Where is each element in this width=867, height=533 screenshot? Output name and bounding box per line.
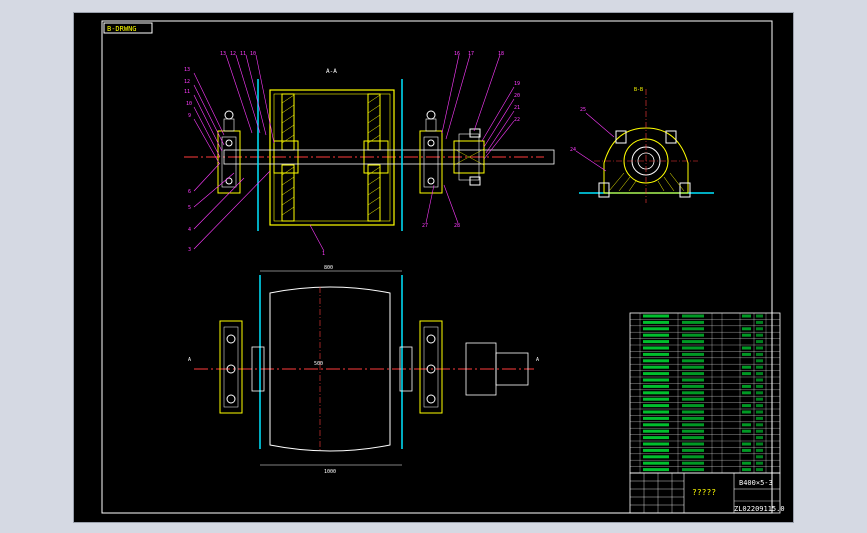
side-view: B-B 25 24 [570,87,714,203]
drawing-canvas: B-DRWNG A-A [101,20,785,514]
svg-text:27: 27 [422,223,428,229]
svg-text:A: A [188,357,191,363]
svg-text:11: 11 [240,51,246,57]
section-view: A-A [184,51,555,257]
corner-label-box [103,22,153,34]
shaft [223,149,555,165]
svg-text:13: 13 [184,67,190,73]
svg-text:12: 12 [230,51,236,57]
sheet-frame [101,20,773,514]
svg-text:22: 22 [514,117,520,123]
svg-text:1: 1 [322,251,325,257]
svg-text:16: 16 [454,51,460,57]
title-block: ????? B400×5-3 ZL02209115.0 [629,472,785,514]
view-label-b: B-B [634,87,643,93]
svg-text:500: 500 [314,361,323,367]
svg-text:9: 9 [188,113,191,119]
svg-text:21: 21 [514,105,520,111]
cad-viewport[interactable]: B-DRWNG A-A [73,12,794,523]
svg-text:20: 20 [514,93,520,99]
svg-text:10: 10 [186,101,192,107]
title-code: ZL02209115.0 [734,505,785,513]
svg-text:6: 6 [188,189,191,195]
svg-text:18: 18 [498,51,504,57]
corner-label: B-DRWNG [107,25,137,33]
section-label: A-A [326,68,337,75]
title-name: ????? [692,488,716,497]
svg-text:3: 3 [188,247,191,253]
svg-text:24: 24 [570,147,576,153]
parts-table [629,312,781,474]
svg-text:25: 25 [580,107,586,113]
plan-view: 800 1000 500 A A [188,265,539,475]
svg-text:800: 800 [324,265,333,271]
svg-text:11: 11 [184,89,190,95]
svg-text:5: 5 [188,205,191,211]
svg-text:17: 17 [468,51,474,57]
svg-text:19: 19 [514,81,520,87]
svg-text:10: 10 [250,51,256,57]
title-spec: B400×5-3 [739,479,773,487]
drum-outline [269,286,391,452]
svg-text:12: 12 [184,79,190,85]
svg-text:13: 13 [220,51,226,57]
svg-text:1000: 1000 [324,469,336,475]
svg-text:A: A [536,357,539,363]
svg-text:28: 28 [454,223,460,229]
svg-text:4: 4 [188,227,191,233]
drum-shell [269,89,395,226]
coupling [453,140,485,174]
